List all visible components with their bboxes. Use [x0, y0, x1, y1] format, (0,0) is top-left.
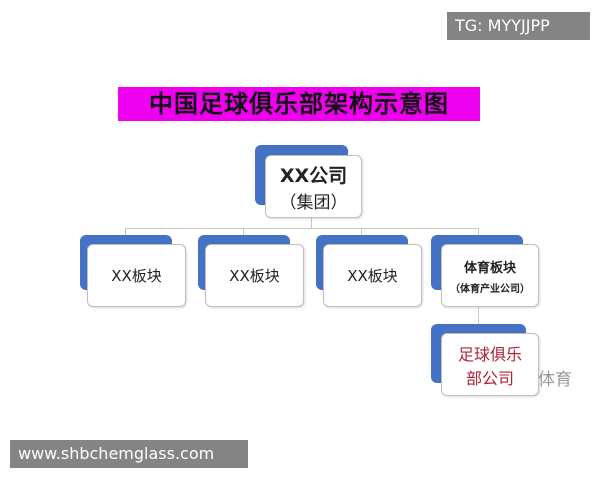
connector-horizontal	[125, 228, 479, 229]
root-box: XX公司 （集团）	[265, 155, 362, 218]
connector-root	[311, 216, 312, 228]
brand-watermark: 体育	[538, 370, 572, 390]
connector-club	[478, 305, 479, 333]
division-label: XX板块	[111, 267, 162, 285]
division-box-4: 体育板块 （体育产业公司）	[441, 244, 539, 307]
club-name-line1: 足球俱乐	[457, 344, 522, 364]
diagram-title: 中国足球俱乐部架构示意图	[118, 87, 480, 121]
division-label: XX板块	[347, 267, 398, 285]
bottom-tag: www.shbchemglass.com	[10, 440, 248, 468]
root-subname: （集团）	[279, 192, 348, 213]
division-box-2: XX板块	[205, 244, 304, 307]
division-box-3: XX板块	[323, 244, 422, 307]
division-label: 体育板块	[463, 260, 516, 276]
root-name: XX公司	[279, 164, 348, 187]
top-tag: TG: MYYJJPP	[447, 12, 590, 40]
club-name-line2: 部公司	[465, 368, 514, 388]
division-label: XX板块	[229, 267, 280, 285]
division-box-1: XX板块	[87, 244, 186, 307]
club-box: 足球俱乐 部公司	[441, 333, 539, 396]
division-sublabel: （体育产业公司）	[450, 283, 530, 295]
